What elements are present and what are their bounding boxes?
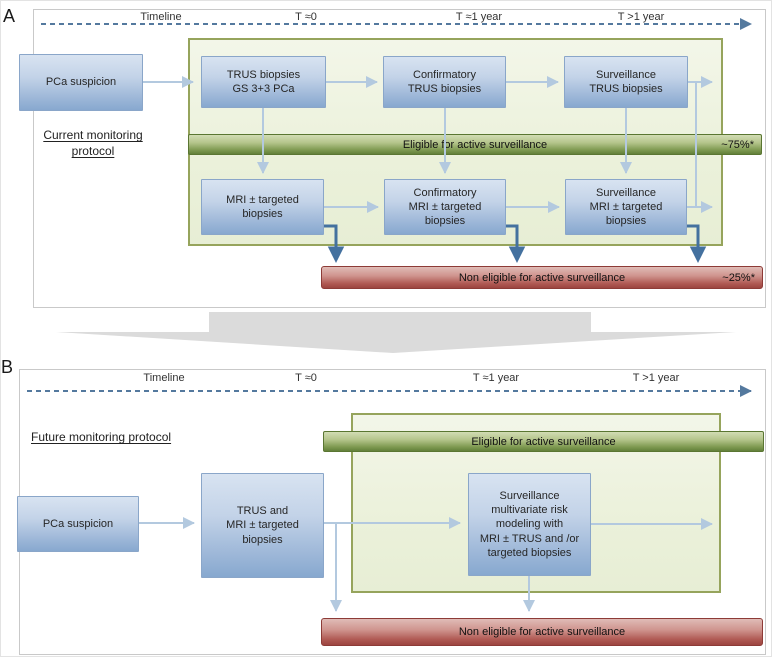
panel-a-eligible-bar: Eligible for active surveillance ~75%* xyxy=(188,134,762,155)
divider-chevron-shape xyxy=(56,312,736,353)
panel-a-non-eligible-bar: Non eligible for active surveillance ~25… xyxy=(321,266,763,289)
panel-a-timeline-t2: T >1 year xyxy=(617,11,665,23)
panel-a-protocol-label: Current monitoring protocol xyxy=(43,128,143,159)
panel-b-surveillance-modeling-box: Surveillance multivariate risk modeling … xyxy=(468,473,591,576)
panel-b-light-connectors xyxy=(139,517,713,612)
panel-a-surveillance-trus-box: Surveillance TRUS biopsies xyxy=(564,56,688,108)
panel-a-confirmatory-mri-box: Confirmatory MRI ± targeted biopsies xyxy=(384,179,506,235)
panel-a-surveillance-mri-box: Surveillance MRI ± targeted biopsies xyxy=(565,179,687,235)
panel-a-pca-suspicion-box: PCa suspicion xyxy=(19,54,143,111)
panel-a-letter: A xyxy=(3,6,16,26)
panel-a-mri-targeted-box: MRI ± targeted biopsies xyxy=(201,179,324,235)
panel-a-trus-biopsies-box: TRUS biopsies GS 3+3 PCa xyxy=(201,56,326,108)
panel-a-dark-connectors xyxy=(324,224,707,263)
panel-a-non-eligible-value: ~25%* xyxy=(722,271,755,284)
panel-b-timeline-t0: T ≈0 xyxy=(295,372,317,384)
panel-a-timeline-title: Timeline xyxy=(140,11,182,23)
panel-b-letter: B xyxy=(1,357,14,377)
panel-b-timeline-t2: T >1 year xyxy=(632,372,680,384)
panel-a-eligible-value: ~75%* xyxy=(721,138,754,151)
panel-a-light-connectors xyxy=(143,76,713,213)
panel-b-timeline-title: Timeline xyxy=(143,372,185,384)
timeline-dashed-arrows xyxy=(27,18,752,397)
panel-b-eligible-label: Eligible for active surveillance xyxy=(471,435,616,448)
panel-a-eligible-label: Eligible for active surveillance xyxy=(402,138,548,151)
panel-b-protocol-label: Future monitoring protocol xyxy=(31,430,172,444)
panel-a-non-eligible-label: Non eligible for active surveillance xyxy=(458,271,626,284)
panel-a-confirmatory-trus-box: Confirmatory TRUS biopsies xyxy=(383,56,506,108)
panel-b-trus-mri-box: TRUS and MRI ± targeted biopsies xyxy=(201,473,324,578)
panel-b-non-eligible-label: Non eligible for active surveillance xyxy=(458,626,626,638)
panel-a-timeline-t1: T ≈1 year xyxy=(455,11,503,23)
panel-b-timeline-t1: T ≈1 year xyxy=(472,372,520,384)
panel-b-eligible-bar: Eligible for active surveillance xyxy=(323,431,764,452)
panel-b-pca-suspicion-box: PCa suspicion xyxy=(17,496,139,552)
panel-b-non-eligible-bar: Non eligible for active surveillance xyxy=(321,618,763,646)
panel-a-timeline-t0: T ≈0 xyxy=(295,11,317,23)
